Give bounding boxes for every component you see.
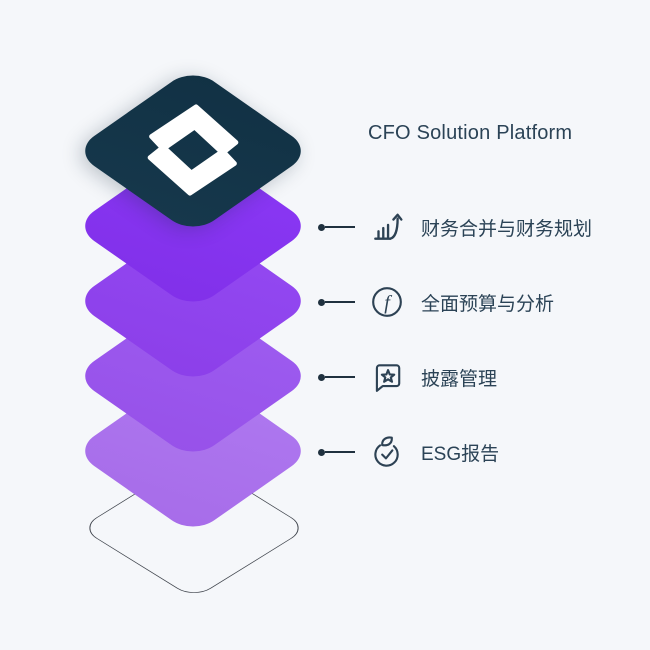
connector-dot [318,448,325,456]
disclosure-star-icon [369,359,405,395]
chart-increase-icon [369,209,405,245]
feature-row-budgeting: f 全面预算与分析 [318,280,554,324]
svg-text:f: f [384,292,392,314]
connector-dot [318,223,325,231]
connector-line [325,226,355,228]
connector-dot [318,373,325,381]
connector-dot [318,298,325,306]
connector-line [325,376,355,378]
connector-line [325,451,355,453]
feature-label: ESG报告 [421,443,500,465]
feature-row-esg: ESG报告 [318,430,499,474]
feature-row-disclosure: 披露管理 [318,355,497,399]
page-title: CFO Solution Platform [368,122,573,144]
esg-leaf-icon [369,434,405,470]
platform-logo-icon [147,104,239,196]
connector-line [325,301,355,303]
feature-label: 披露管理 [421,368,498,390]
feature-label: 全面预算与分析 [421,293,555,315]
feature-row-consolidation: 财务合并与财务规划 [318,205,592,249]
function-icon: f [369,284,405,320]
feature-label: 财务合并与财务规划 [421,218,593,240]
